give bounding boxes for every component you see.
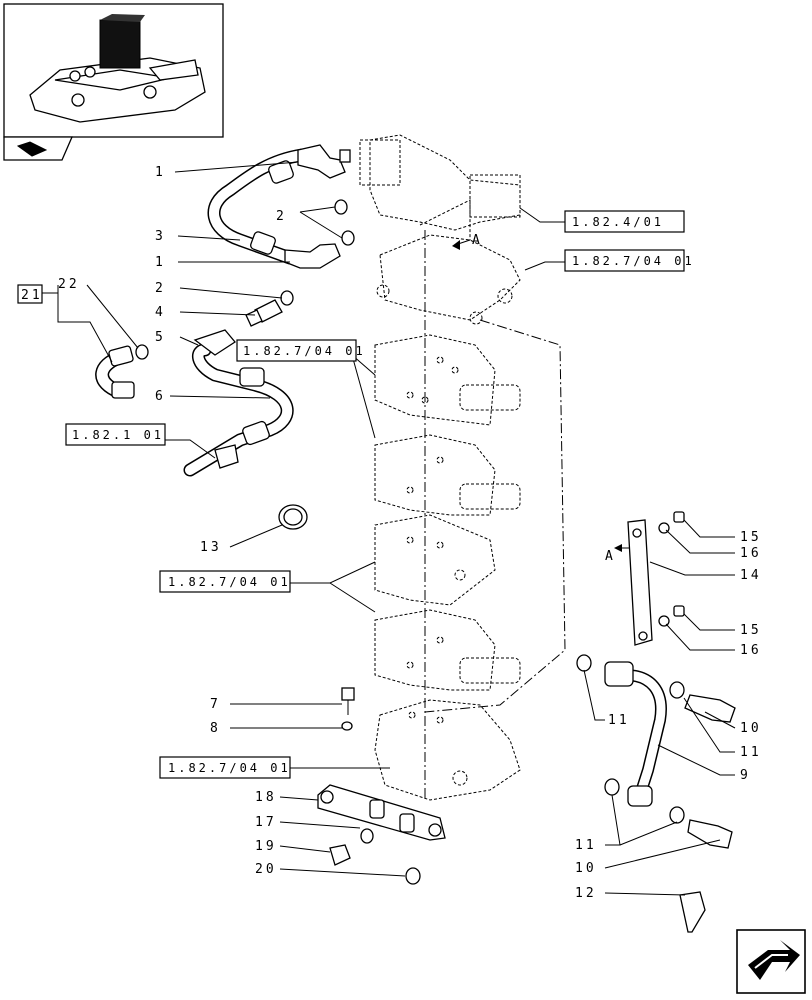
callout-6: 6 xyxy=(155,389,166,404)
rail-14 xyxy=(627,511,685,646)
callout-10b: 10 xyxy=(575,861,597,876)
clip-13 xyxy=(278,504,308,530)
callout-3: 3 xyxy=(155,229,166,244)
callout-2a: 2 xyxy=(276,209,287,224)
ref-box-2[interactable]: 1.82.7/04 01 xyxy=(564,249,695,272)
callout-20: 20 xyxy=(255,862,277,877)
next-page-arrow-icon[interactable] xyxy=(736,929,806,994)
arrow-a-label-upper: A xyxy=(472,233,483,248)
bolt-7 xyxy=(341,687,355,731)
callout-21-box: 21 xyxy=(17,284,43,304)
washer-2-b xyxy=(341,230,355,246)
callout-5: 5 xyxy=(155,330,166,345)
pipe-6 xyxy=(183,329,294,477)
ref-box-1[interactable]: 1.82.4/01 xyxy=(564,210,685,233)
callout-1a: 1 xyxy=(155,165,166,180)
callout-11a: 11 xyxy=(608,713,630,728)
callout-7: 7 xyxy=(210,697,221,712)
callout-16b: 16 xyxy=(740,643,762,658)
callout-22: 22 xyxy=(58,277,80,292)
valve-section-3 xyxy=(374,514,496,606)
arrow-a-label-side: A xyxy=(605,549,616,564)
svg-text:21: 21 xyxy=(21,288,43,303)
callout-11b: 11 xyxy=(740,745,762,760)
tractor-thumbnail-icon xyxy=(29,14,206,123)
svg-text:1.82.7/04 01: 1.82.7/04 01 xyxy=(168,761,291,775)
callout-14: 14 xyxy=(740,568,762,583)
callout-2b: 2 xyxy=(155,281,166,296)
pipe-3 xyxy=(207,148,309,265)
callout-10a: 10 xyxy=(740,721,762,736)
svg-text:1.82.7/04 01: 1.82.7/04 01 xyxy=(168,575,291,589)
valve-section-4 xyxy=(374,609,521,691)
callout-15a: 15 xyxy=(740,530,762,545)
callout-9: 9 xyxy=(740,768,751,783)
bracket-18 xyxy=(317,784,446,885)
callout-18: 18 xyxy=(255,790,277,805)
svg-text:1.82.7/04 01: 1.82.7/04 01 xyxy=(572,254,695,268)
pipe-9 xyxy=(576,654,736,933)
callout-13: 13 xyxy=(200,540,222,555)
callout-12: 12 xyxy=(575,886,597,901)
elbow-1-upper xyxy=(297,144,351,179)
valve-section-2 xyxy=(374,434,521,516)
callout-17: 17 xyxy=(255,815,277,830)
arrow-a-upper xyxy=(452,239,471,250)
valve-end-cover xyxy=(374,699,521,801)
svg-text:1.82.1 01: 1.82.1 01 xyxy=(72,428,164,442)
thumbnail-frame xyxy=(3,3,224,161)
callout-19: 19 xyxy=(255,839,277,854)
elbow-22 xyxy=(95,344,149,399)
svg-text:1.82.7/04 01: 1.82.7/04 01 xyxy=(243,344,366,358)
callout-15b: 15 xyxy=(740,623,762,638)
callout-11c: 11 xyxy=(575,838,597,853)
ref-box-6[interactable]: 1.82.7/04 01 xyxy=(159,756,291,779)
ref-box-5[interactable]: 1.82.7/04 01 xyxy=(159,570,291,593)
elbow-1-lower xyxy=(284,243,341,269)
callout-16a: 16 xyxy=(740,546,762,561)
callout-labels: 1 2 3 1 2 4 5 6 22 13 7 8 18 17 19 20 A … xyxy=(58,165,762,901)
callout-1b: 1 xyxy=(155,255,166,270)
ref-box-3[interactable]: 1.82.7/04 01 xyxy=(236,339,366,362)
ref-box-4[interactable]: 1.82.1 01 xyxy=(65,423,166,446)
svg-text:1.82.4/01: 1.82.4/01 xyxy=(572,215,664,229)
valve-section-1 xyxy=(374,334,521,426)
washer-2-c xyxy=(280,290,294,306)
washer-2-a xyxy=(334,199,348,215)
callout-8: 8 xyxy=(210,721,221,736)
upper-control-body xyxy=(359,134,521,325)
leader-lines xyxy=(42,161,736,896)
callout-4: 4 xyxy=(155,305,166,320)
adapter-4 xyxy=(245,299,283,327)
